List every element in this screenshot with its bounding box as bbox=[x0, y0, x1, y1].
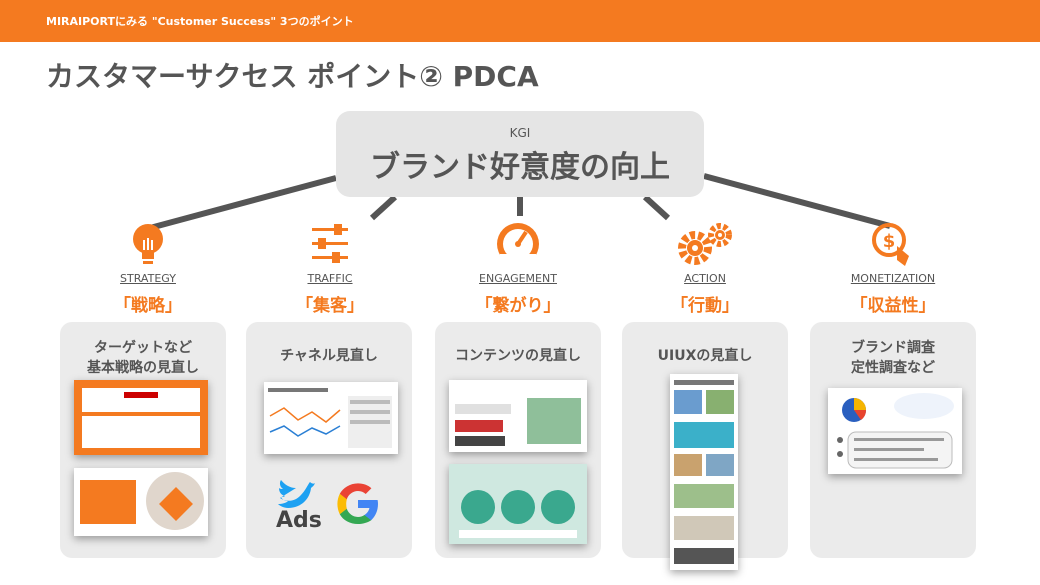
card-strategy: ターゲットなど 基本戦略の見直し bbox=[60, 322, 226, 558]
column-strategy: STRATEGY 「戦略」 bbox=[63, 220, 233, 316]
traffic-en-label: TRAFFIC bbox=[307, 272, 353, 285]
google-g-icon bbox=[337, 483, 378, 524]
engagement-campaign-thumbnail bbox=[449, 464, 587, 544]
engagement-card-text: コンテンツの見直し bbox=[455, 348, 581, 364]
twitter-bird-icon bbox=[278, 480, 315, 508]
traffic-report-thumbnail bbox=[264, 382, 398, 454]
svg-text:$: $ bbox=[883, 231, 896, 252]
card-engagement: コンテンツの見直し bbox=[435, 322, 601, 558]
lightbulb-icon bbox=[133, 224, 163, 264]
sliders-icon bbox=[312, 224, 348, 263]
card-action: UIUXの見直し bbox=[622, 322, 788, 570]
monetization-jp-label: 「収益性」 bbox=[850, 296, 936, 316]
card-traffic: チャネル見直し Ads bbox=[246, 322, 412, 558]
monetization-card-text: ブランド調査 定性調査など bbox=[810, 338, 976, 378]
strategy-card-text: ターゲットなど 基本戦略の見直し bbox=[60, 338, 226, 378]
strategy-jp-label: 「戦略」 bbox=[114, 296, 182, 316]
strategy-en-label: STRATEGY bbox=[120, 272, 176, 285]
header-text: MIRAIPORTにみる "Customer Success" 3つのポイント bbox=[46, 15, 354, 28]
strategy-target-thumbnail bbox=[74, 468, 208, 536]
engagement-jp-label: 「繋がり」 bbox=[475, 296, 561, 316]
action-website-thumbnail bbox=[670, 374, 738, 570]
dollar-tap-icon: $ bbox=[872, 223, 909, 266]
card-monetization: ブランド調査 定性調査など bbox=[810, 322, 976, 558]
header-bar: MIRAIPORTにみる "Customer Success" 3つのポイント bbox=[0, 0, 1040, 42]
connector-action bbox=[642, 194, 671, 221]
page-title: カスタマーサクセス ポイント② PDCA bbox=[46, 60, 539, 93]
monetization-card-line-1: ブランド調査 bbox=[851, 340, 935, 356]
engagement-en-label: ENGAGEMENT bbox=[479, 272, 557, 285]
column-engagement: ENGAGEMENT 「繋がり」 bbox=[433, 220, 603, 316]
column-monetization: $ MONETIZATION 「収益性」 bbox=[808, 220, 978, 316]
strategy-card-line-1: ターゲットなど bbox=[94, 340, 192, 356]
monetization-en-label: MONETIZATION bbox=[850, 272, 936, 285]
action-en-label: ACTION bbox=[684, 272, 726, 285]
strategy-slide-thumbnail bbox=[74, 380, 208, 455]
traffic-jp-label: 「集客」 bbox=[296, 296, 364, 316]
column-traffic: TRAFFIC 「集客」 bbox=[245, 220, 415, 316]
kgi-box: KGI ブランド好意度の向上 bbox=[336, 111, 704, 197]
monetization-survey-thumbnail bbox=[828, 388, 962, 474]
column-action: ACTION 「行動」 bbox=[620, 220, 790, 316]
kgi-label: KGI bbox=[509, 126, 531, 140]
gears-icon bbox=[678, 223, 732, 265]
kgi-title: ブランド好意度の向上 bbox=[370, 150, 670, 185]
connector-traffic bbox=[369, 194, 398, 221]
ads-label: Ads bbox=[276, 508, 322, 533]
connector-strategy bbox=[149, 175, 337, 231]
engagement-content-thumbnail bbox=[449, 380, 587, 452]
connector-monetization bbox=[703, 173, 891, 229]
monetization-card-line-2: 定性調査など bbox=[851, 360, 935, 376]
action-jp-label: 「行動」 bbox=[671, 296, 739, 316]
strategy-card-line-2: 基本戦略の見直し bbox=[87, 360, 199, 376]
gauge-icon bbox=[497, 223, 539, 268]
action-card-text: UIUXの見直し bbox=[657, 348, 753, 364]
traffic-card-text: チャネル見直し bbox=[280, 348, 378, 364]
